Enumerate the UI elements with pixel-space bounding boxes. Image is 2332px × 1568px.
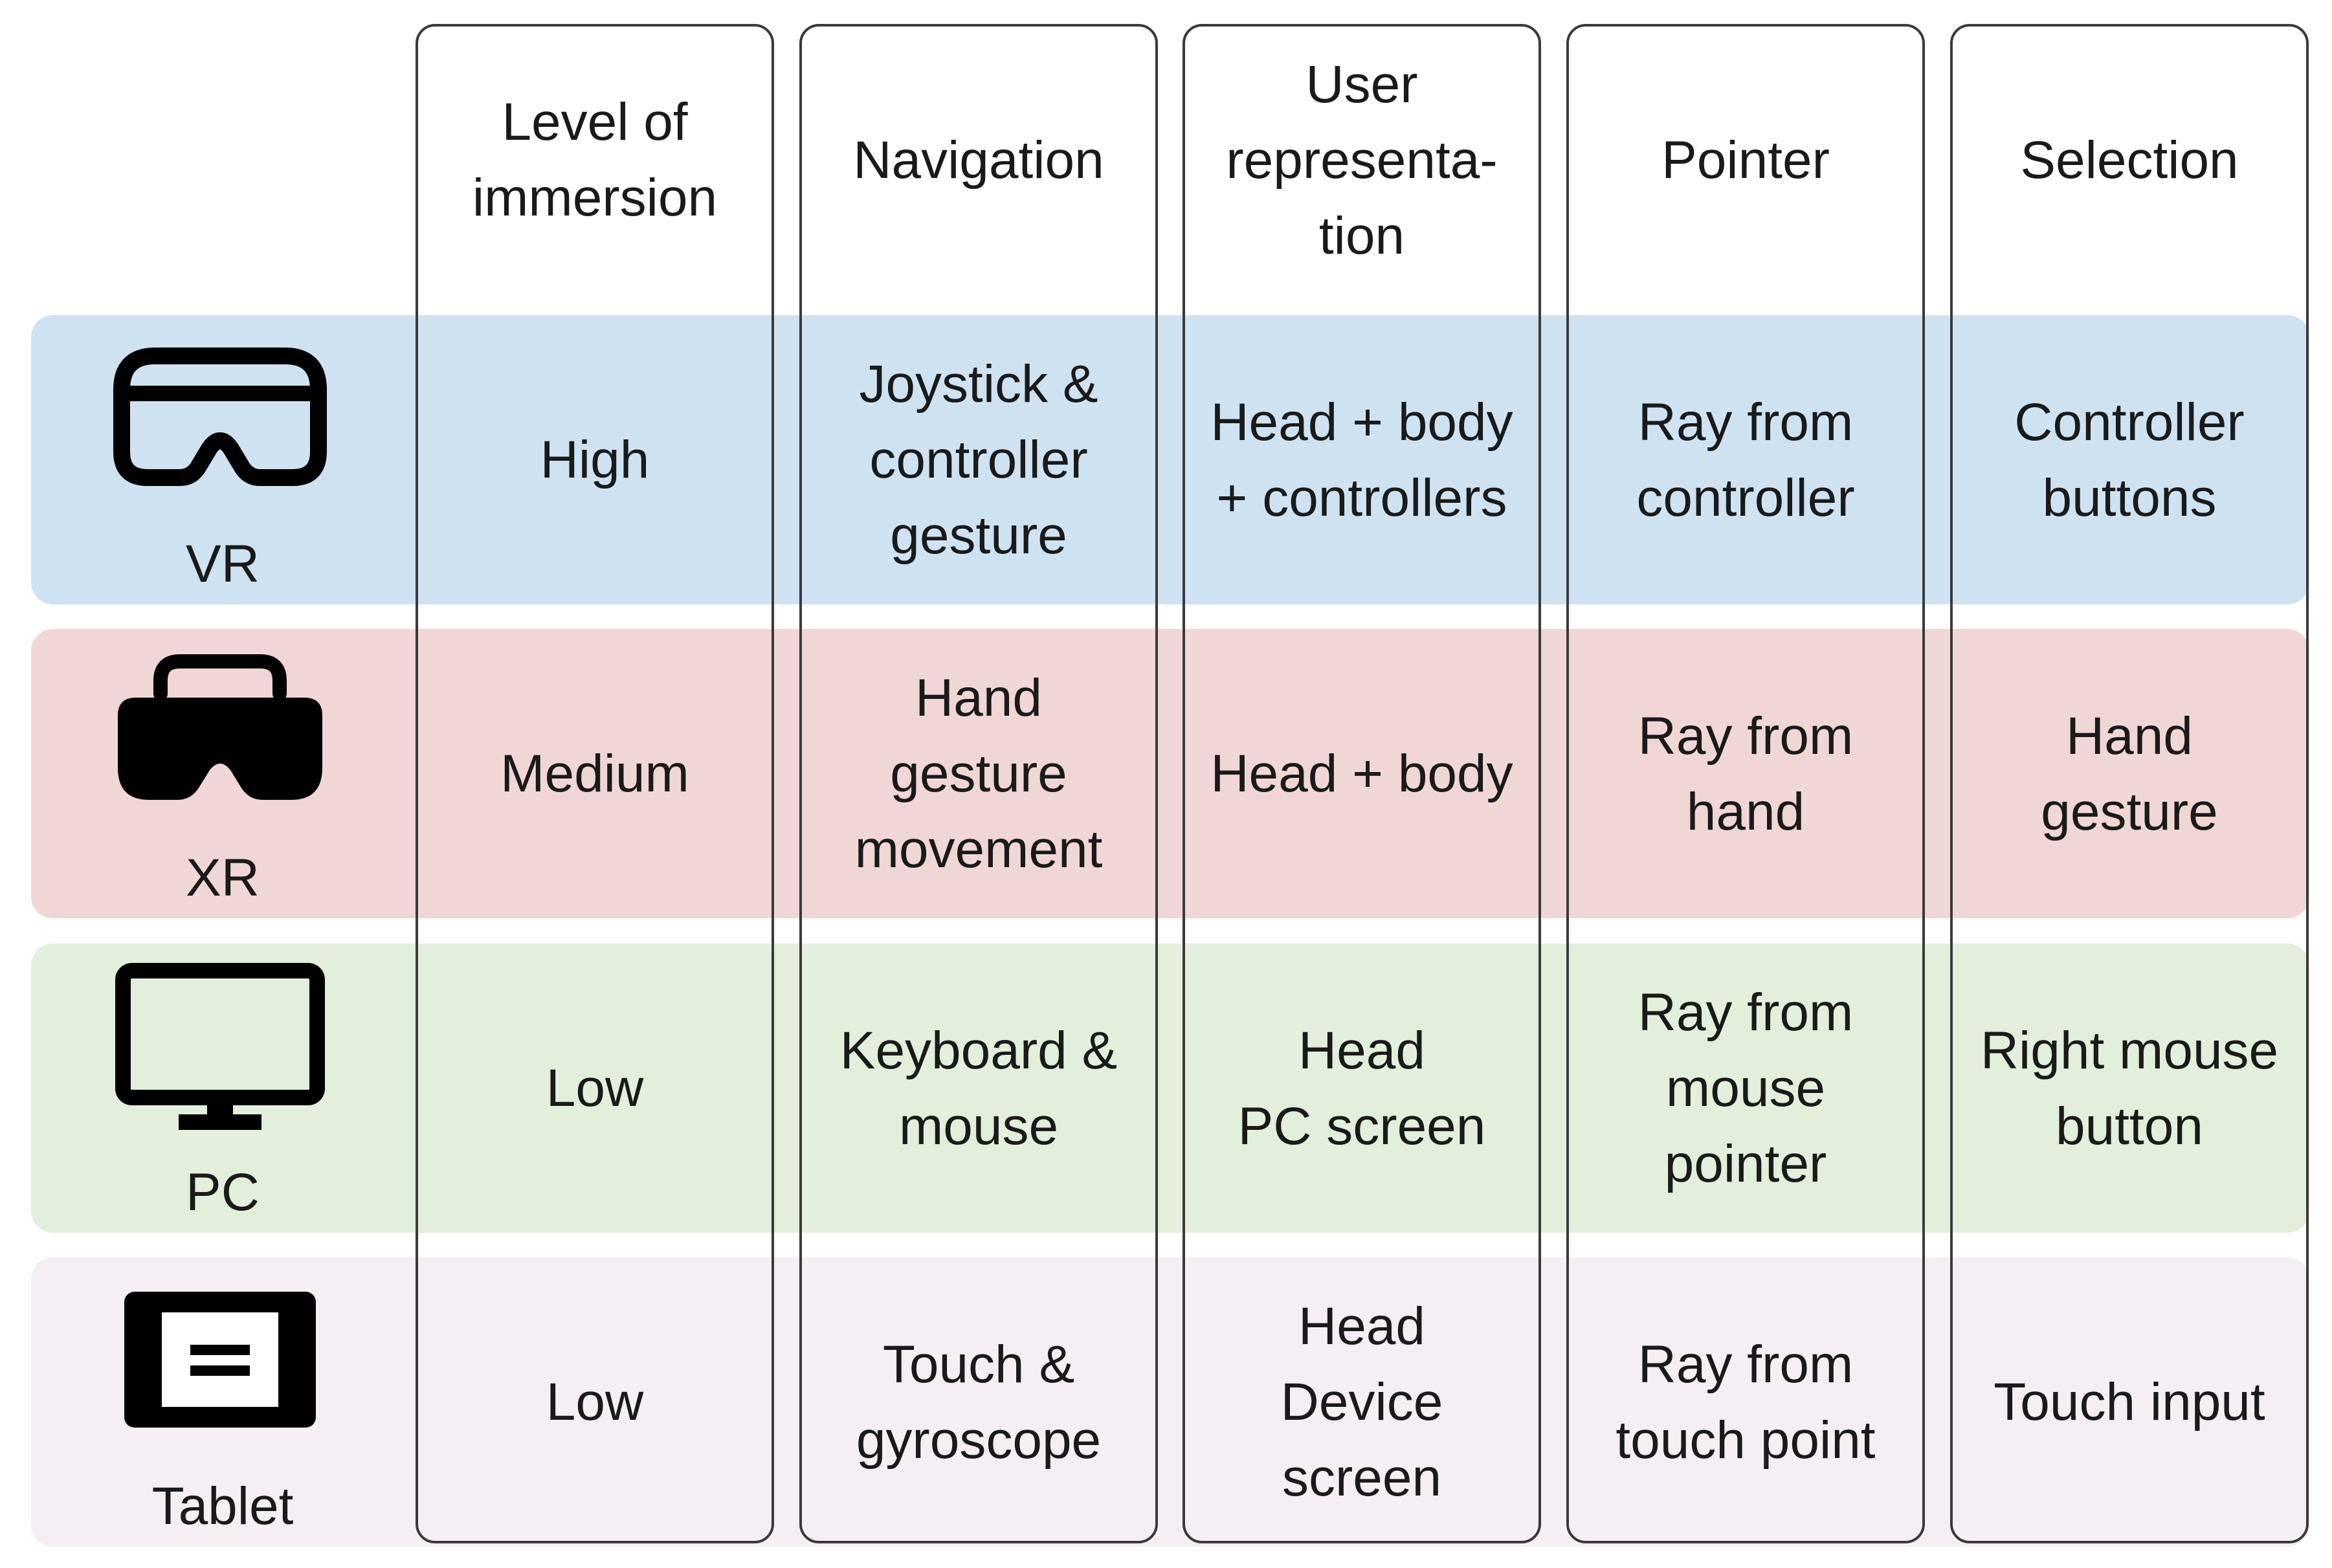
cell-vr-navigation: Joystick & controller gesture xyxy=(859,355,1098,565)
row-band-xr xyxy=(31,629,2309,918)
device-label-xr: XR xyxy=(186,848,260,907)
cell-tablet-navigation: Touch & gyroscope xyxy=(856,1334,1102,1470)
device-label-vr: VR xyxy=(186,535,260,593)
device-label-pc: PC xyxy=(186,1163,260,1222)
cell-xr-user-representation: Head + body xyxy=(1210,744,1513,803)
header-immersion: Level of immersion xyxy=(472,93,718,227)
column-frame-immersion xyxy=(416,24,774,1543)
row-band-pc xyxy=(31,944,2309,1233)
tablet-icon xyxy=(110,1288,330,1437)
cell-pc-user-representation: Head PC screen xyxy=(1238,1021,1486,1156)
cell-xr-navigation: Hand gesture movement xyxy=(854,668,1103,879)
cell-vr-selection: Controller buttons xyxy=(2014,392,2245,527)
header-selection: Selection xyxy=(2020,130,2239,190)
cell-xr-selection: Hand gesture xyxy=(2041,706,2218,841)
vr-headset-icon xyxy=(110,337,330,505)
cell-pc-navigation: Keyboard & mouse xyxy=(839,1021,1118,1156)
monitor-icon xyxy=(110,959,330,1134)
device-label-tablet: Tablet xyxy=(151,1477,294,1536)
cell-xr-immersion: Medium xyxy=(500,744,689,803)
column-frame-user-representation xyxy=(1183,24,1541,1543)
row-band-tablet xyxy=(31,1257,2309,1547)
header-pointer: Pointer xyxy=(1661,130,1830,190)
column-frame-selection xyxy=(1950,24,2309,1543)
cell-pc-selection: Right mouse button xyxy=(1980,1021,2279,1156)
column-frame-pointer xyxy=(1566,24,1925,1543)
row-band-vr xyxy=(31,315,2309,604)
cell-tablet-selection: Touch input xyxy=(1993,1373,2265,1431)
cell-pc-immersion: Low xyxy=(546,1059,644,1118)
cell-tablet-user-representation: Head Device screen xyxy=(1280,1297,1443,1507)
cell-vr-immersion: High xyxy=(540,430,650,489)
cell-pc-pointer: Ray from mouse pointer xyxy=(1638,983,1854,1193)
cell-tablet-immersion: Low xyxy=(546,1373,644,1431)
header-navigation: Navigation xyxy=(853,130,1104,190)
cell-xr-pointer: Ray from hand xyxy=(1638,706,1854,841)
cell-vr-user-representation: Head + body + controllers xyxy=(1210,392,1513,527)
cell-tablet-pointer: Ray from touch point xyxy=(1616,1334,1876,1470)
cell-vr-pointer: Ray from controller xyxy=(1636,392,1855,527)
header-user-representation: User representa- tion xyxy=(1226,54,1498,265)
xr-headset-icon xyxy=(110,647,330,815)
column-frame-navigation xyxy=(799,24,1158,1543)
